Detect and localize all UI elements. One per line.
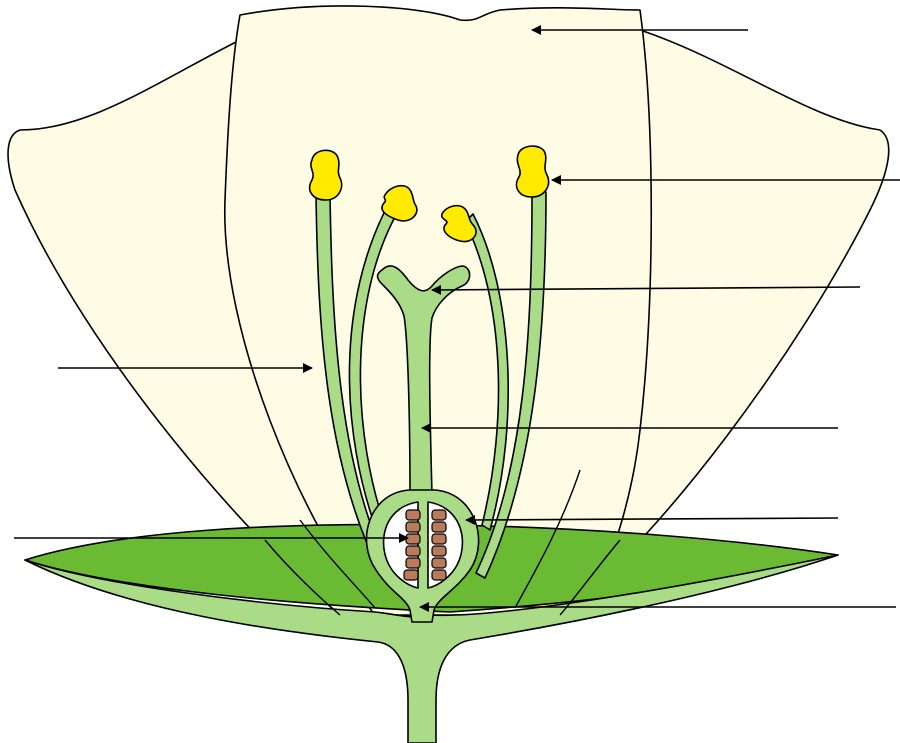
anther-icon-left <box>310 150 342 200</box>
anther-icon <box>517 146 549 197</box>
